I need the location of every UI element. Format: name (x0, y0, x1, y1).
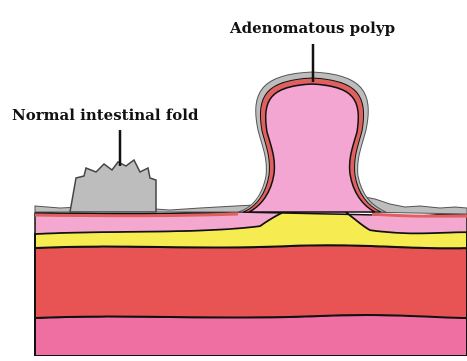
mucosa-rim (35, 214, 238, 216)
muscle-layer (35, 245, 467, 318)
adenomatous-polyp-label: Adenomatous polyp (230, 19, 395, 37)
normal-intestinal-fold (70, 160, 156, 212)
normal-fold-label: Normal intestinal fold (12, 106, 198, 124)
serosa-layer (35, 315, 467, 356)
